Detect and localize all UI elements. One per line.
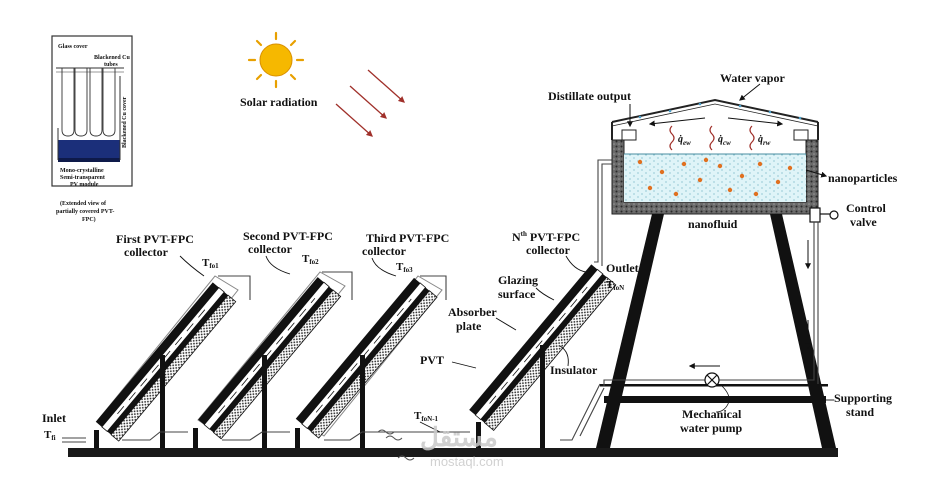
inset-blackened-tubes-label-1: Blackened Cu [94,55,131,61]
inlet-label: Inlet [42,411,66,425]
glazing-label-2: surface [498,287,536,301]
control-valve-label-2: valve [850,215,877,229]
nth-collector-label-2: collector [526,243,571,257]
flow-arrows [688,240,811,369]
inset-extended-view: Glass cover Blackened Cu tubes Blackened… [51,35,133,223]
absorber-label-2: plate [456,319,482,333]
nanofluid-label: nanofluid [688,217,738,231]
leader-lines [179,255,834,433]
water-vapor-label: Water vapor [720,71,785,85]
inset-blackened-tubes-label-2: tubes [104,62,118,68]
sun-icon [247,31,305,89]
control-valve-icon[interactable] [809,207,839,223]
control-valve-label-1: Control [846,201,886,215]
inlet-temp-label: Tfi [44,429,56,442]
t-fo3-label: Tfo3 [396,261,413,274]
q-cw-label: q̇cw [718,134,731,147]
t-fon-1-label: TfoN-1 [414,410,439,423]
absorber-label-1: Absorber [448,305,497,319]
nanofluid-basin [624,154,806,202]
radiation-arrows [335,69,405,137]
mechanical-pump-icon[interactable] [704,372,720,388]
solar-still: q̇ew q̇cw q̇rw [611,98,819,215]
inset-blackened-cover-label: Blackened Cu cover [122,96,128,148]
nth-part-labels: Glazing surface Absorber plate PVT Insul… [420,261,639,377]
inset-caption-1: (Extended view of [60,200,107,207]
distillate-output-label: Distillate output [548,89,631,103]
inset-pv-module-label-1: Mono-crystalline [60,168,104,174]
q-ew-label: q̇ew [678,134,691,147]
nanoparticle-dots [637,157,793,197]
flow-squiggles [377,429,415,461]
pump-label-1: Mechanical [682,407,742,421]
nth-collector-label-1: Nth PVT-FPC [512,230,580,244]
watermark-domain: mostaql.com [430,454,504,469]
collector-nth [469,264,617,448]
supporting-stand-label-2: stand [846,405,874,419]
second-collector-label-2: collector [248,242,293,256]
second-collector-label-1: Second PVT-FPC [243,229,333,243]
first-collector-label-1: First PVT-FPC [116,232,194,246]
collector-second [193,271,346,448]
supporting-stand-label-1: Supporting [834,391,892,405]
first-collector-label-2: collector [124,245,169,259]
watermark-arabic: مستقل [420,422,498,452]
watermark: مستقل mostaql.com [420,422,504,469]
nanoparticles-label: nanoparticles [828,171,898,185]
inset-pv-module-label-3: PV module [70,182,99,188]
insulator-label: Insulator [550,363,598,377]
solar-radiation-label: Solar radiation [240,95,318,109]
t-fo1-label: Tfo1 [202,257,219,270]
inset-caption-2: partially covered PVT- [56,209,114,215]
inset-glass-cover-label: Glass cover [58,44,88,50]
third-collector-label-2: collector [362,244,407,258]
t-fo2-label: Tfo2 [302,253,319,266]
outlet-label: Outlet [606,261,639,275]
glazing-label-1: Glazing [498,273,538,287]
collector-first [94,275,239,448]
collector-labels: First PVT-FPC collector Second PVT-FPC c… [42,229,580,442]
third-collector-label-1: Third PVT-FPC [366,231,449,245]
collector-third [295,275,443,448]
pump-label-2: water pump [680,421,742,435]
inset-caption-3: FPC) [82,216,96,223]
ground-base [68,448,838,457]
q-rw-label: q̇rw [758,134,771,147]
outlet-temp-label: TfoN [606,279,624,292]
inset-pv-module-label-2: Semi-transparent [60,175,105,181]
still-labels: Distillate output Water vapor nanopartic… [548,71,898,435]
pvt-label: PVT [420,353,444,367]
